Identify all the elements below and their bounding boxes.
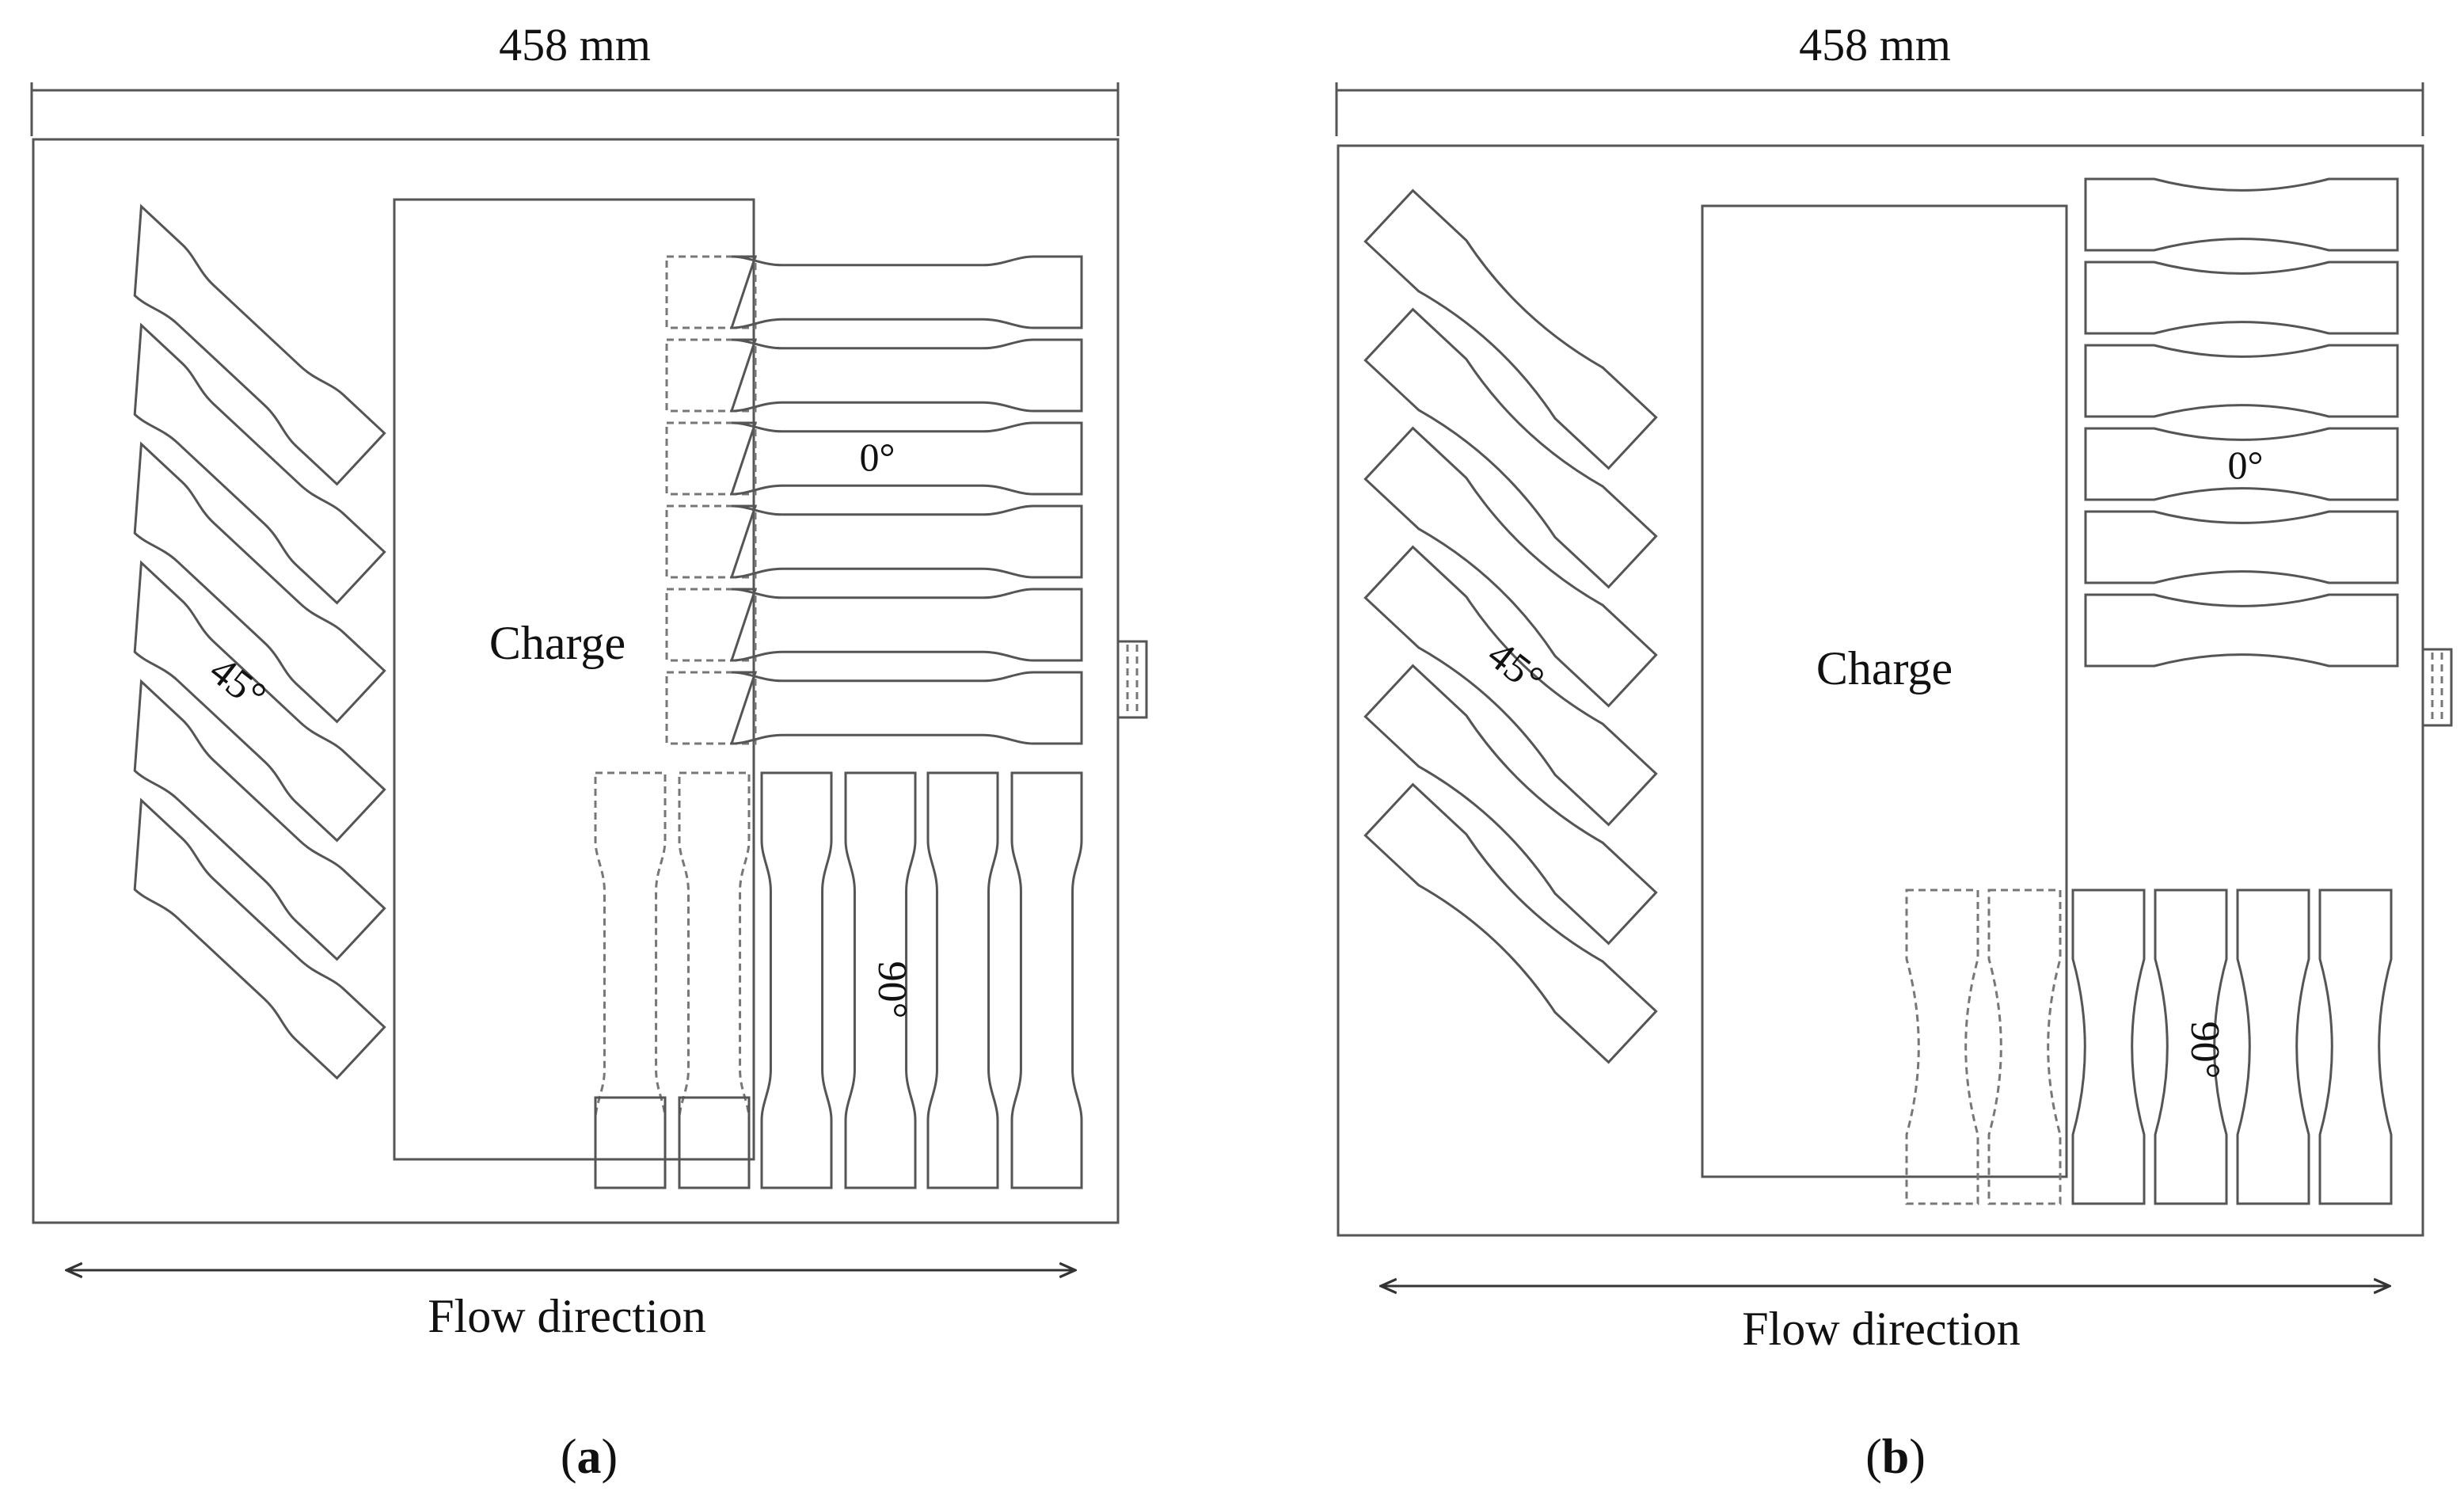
- specimen-0: [2084, 510, 2399, 584]
- specimens-0deg: [665, 255, 1083, 745]
- specimen-0-dashed-tab: [665, 671, 757, 745]
- angle-label-0: 0°: [860, 435, 895, 479]
- angle-label-90: 90°: [2182, 1022, 2227, 1079]
- flow-label: Flow direction: [1742, 1303, 2021, 1355]
- specimen-45-outline: [1363, 426, 1658, 708]
- specimen-0: [2084, 427, 2399, 501]
- side-tab: [1116, 640, 1148, 719]
- specimen-0: [2084, 593, 2399, 668]
- specimen-45: [133, 441, 386, 724]
- specimen-90: [2236, 888, 2310, 1205]
- specimen-90: [760, 771, 833, 1189]
- specimens-0deg: [2084, 177, 2399, 668]
- specimen-45-outline: [133, 441, 386, 724]
- specimen-45-outline: [1363, 307, 1658, 589]
- specimen-90: [678, 771, 751, 1189]
- specimen-0-dashed-tab: [665, 421, 757, 496]
- specimen-0: [2084, 344, 2399, 418]
- specimen-45: [133, 679, 386, 961]
- angle-label-45: 45°: [201, 648, 274, 719]
- specimen-45-outline: [1363, 664, 1658, 946]
- specimen-90: [2318, 888, 2393, 1205]
- specimen-45-outline: [1363, 545, 1658, 827]
- specimen-0: [2084, 177, 2399, 252]
- specimen-45-outline: [133, 797, 386, 1080]
- width-dimension: 458 mm: [1335, 19, 2424, 136]
- angle-label-0: 0°: [2228, 443, 2264, 487]
- specimen-0: [2084, 261, 2399, 335]
- specimen-0: [729, 671, 1083, 745]
- specimen-90: [844, 771, 917, 1189]
- charge-region: [393, 198, 755, 1161]
- specimen-90: [1905, 888, 1979, 1205]
- width-label: 458 mm: [1799, 19, 1951, 70]
- width-dimension: 458 mm: [30, 19, 1120, 136]
- panel-b: 458 mm Charge 0° 45° 90° Flow direction …: [1335, 19, 2453, 1484]
- specimen-90: [1987, 888, 2062, 1205]
- specimen-0-dashed-tab: [665, 255, 757, 329]
- specimen-45-outline: [133, 204, 386, 486]
- specimen-0-dashed-tab: [665, 338, 757, 413]
- specimen-90: [594, 771, 667, 1189]
- side-tab: [2421, 648, 2453, 727]
- specimens-45deg: [1363, 188, 1658, 1064]
- specimen-45: [133, 560, 386, 843]
- specimen-45: [133, 204, 386, 486]
- specimen-45: [1363, 188, 1658, 470]
- caption-a: (a): [561, 1430, 618, 1484]
- charge-region: [1701, 204, 2068, 1178]
- specimen-45: [133, 797, 386, 1080]
- specimen-0: [729, 338, 1083, 413]
- specimen-45-outline: [1363, 188, 1658, 470]
- specimen-45: [1363, 782, 1658, 1064]
- specimen-45: [1363, 545, 1658, 827]
- caption-b: (b): [1865, 1430, 1926, 1484]
- caption-letter: a: [577, 1430, 602, 1484]
- flow-label: Flow direction: [428, 1290, 706, 1342]
- specimens-45deg: [133, 204, 386, 1080]
- specimen-90: [2071, 888, 2146, 1205]
- specimen-45: [133, 322, 386, 605]
- specimen-45-outline: [133, 322, 386, 605]
- charge-label: Charge: [1816, 642, 1953, 694]
- specimen-0-dashed-tab: [665, 504, 757, 579]
- charge-label: Charge: [489, 617, 626, 669]
- caption-letter: b: [1882, 1430, 1909, 1484]
- angle-label-45: 45°: [1479, 632, 1552, 703]
- specimen-90: [1010, 771, 1083, 1189]
- specimen-45: [1363, 307, 1658, 589]
- specimen-0: [729, 421, 1083, 496]
- specimen-90-tab: [678, 1096, 751, 1189]
- specimen-45-outline: [133, 560, 386, 843]
- specimen-90: [926, 771, 999, 1189]
- specimen-0-dashed-tab: [665, 588, 757, 662]
- angle-label-90: 90°: [869, 961, 914, 1019]
- specimens-90deg: [1905, 888, 2393, 1205]
- width-label: 458 mm: [499, 19, 651, 70]
- specimen-0: [729, 588, 1083, 662]
- specimen-45: [1363, 664, 1658, 946]
- specimens-90deg: [594, 771, 1083, 1189]
- specimen-0: [729, 255, 1083, 329]
- specimen-45-outline: [1363, 782, 1658, 1064]
- specimen-45: [1363, 426, 1658, 708]
- specimen-0: [729, 504, 1083, 579]
- specimen-45-outline: [133, 679, 386, 961]
- panel-a: 458 mm Charge 0° 45° 90° Flow direction …: [30, 19, 1148, 1484]
- specimen-90-tab: [594, 1096, 667, 1189]
- specimen-90: [2154, 888, 2228, 1205]
